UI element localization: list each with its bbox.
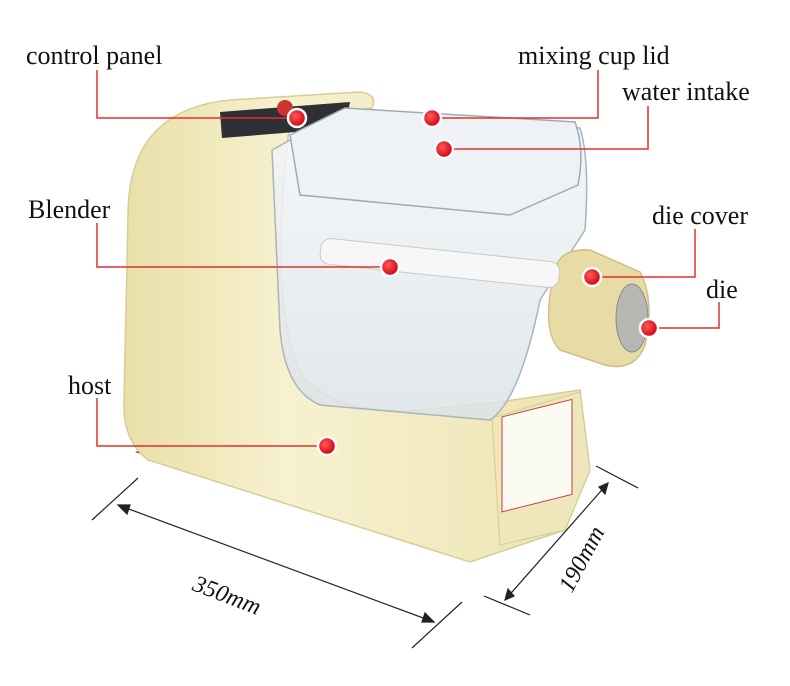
ext-line-left — [91, 477, 139, 521]
marker-host — [316, 435, 338, 457]
blender-shaft — [319, 238, 561, 288]
depth-arrow-top — [598, 481, 609, 496]
leader-control-panel — [96, 70, 297, 119]
label-blender: Blender — [28, 195, 111, 224]
marker-die-cover — [581, 266, 603, 288]
leader-mixing-cup-lid — [432, 70, 599, 119]
leader-lines — [96, 70, 720, 447]
label-water-intake: water intake — [622, 77, 750, 106]
ext-line-mid2 — [483, 595, 531, 616]
warning-sticker — [501, 398, 573, 513]
leader-die-cover — [592, 229, 696, 278]
width-arrow-right — [421, 611, 436, 623]
depth-dimension-line — [504, 482, 609, 601]
markers — [286, 107, 660, 457]
leader-die — [649, 302, 720, 329]
label-die-cover: die cover — [652, 201, 749, 230]
label-die: die — [706, 275, 738, 304]
dimension-lines — [91, 465, 639, 649]
depth-arrow-bottom — [504, 587, 515, 602]
ext-line-mid — [411, 601, 463, 649]
width-dimension-line — [117, 504, 435, 623]
marker-control-panel — [286, 107, 308, 129]
label-host: host — [68, 371, 112, 400]
marker-mixing-cup-lid — [421, 107, 443, 129]
label-control-panel: control panel — [26, 41, 163, 70]
label-mixing-cup-lid: mixing cup lid — [518, 41, 670, 70]
leader-host — [96, 398, 327, 447]
marker-die — [638, 317, 660, 339]
marker-water-intake — [433, 138, 455, 160]
ext-line-right — [595, 465, 639, 489]
leader-water-intake — [444, 106, 649, 150]
marker-blender — [379, 256, 401, 278]
leader-blender — [96, 223, 390, 268]
die-face — [615, 283, 649, 353]
width-arrow-left — [116, 504, 131, 516]
mixing-cup-lid-shape — [289, 107, 582, 216]
